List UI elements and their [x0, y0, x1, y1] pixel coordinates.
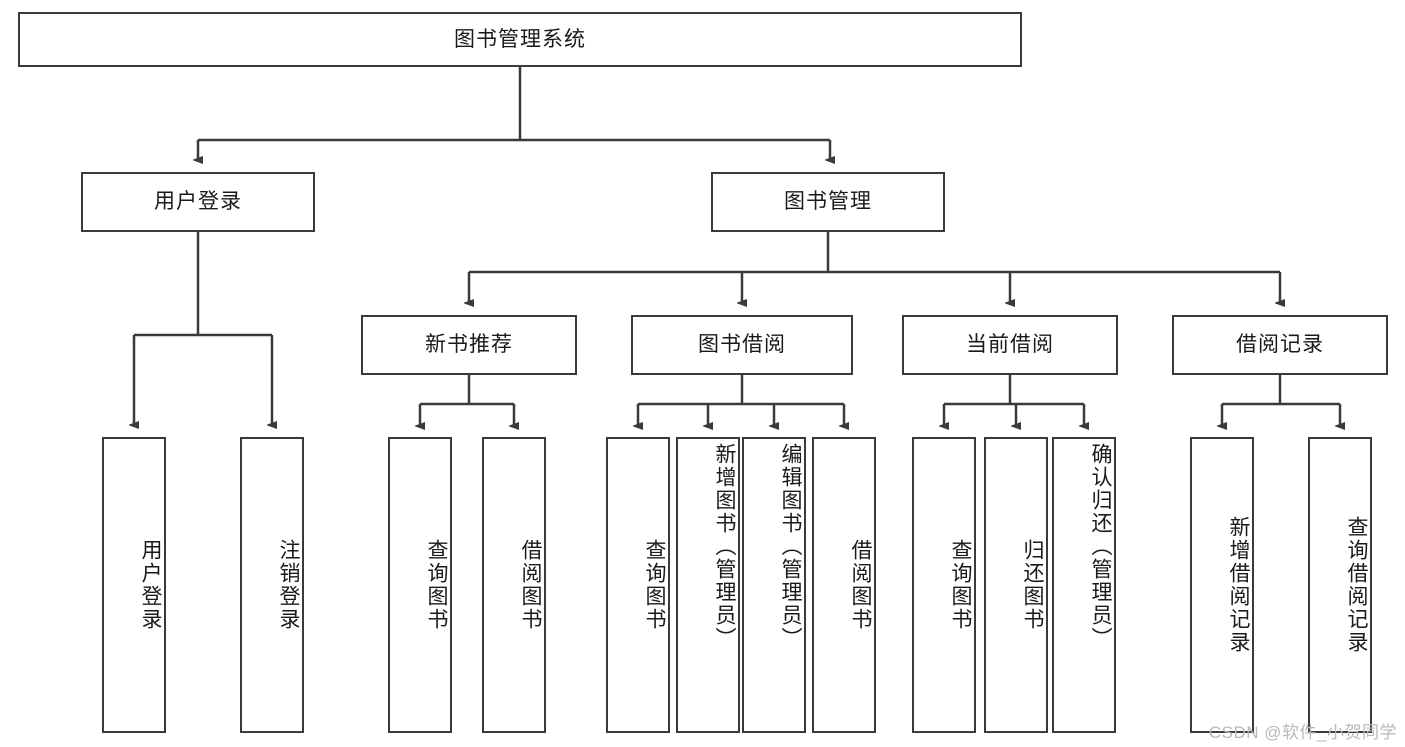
node-leaf-add-record-label: 新增借阅记录: [1227, 516, 1250, 654]
node-borrow-record-label: 借阅记录: [1236, 333, 1324, 357]
node-leaf-confirm-return[interactable]: 确认归还（管理员）: [1052, 437, 1116, 733]
node-leaf-query-book-rec-label: 查询图书: [425, 539, 448, 631]
node-leaf-user-login-label: 用户登录: [139, 539, 162, 631]
node-leaf-add-book-label: 新增图书（管理员）: [713, 443, 736, 650]
node-user-login[interactable]: 用户登录: [81, 172, 315, 232]
node-leaf-query-book-current[interactable]: 查询图书: [912, 437, 976, 733]
node-book-manage[interactable]: 图书管理: [711, 172, 945, 232]
node-current-borrow[interactable]: 当前借阅: [902, 315, 1118, 375]
node-leaf-borrow-book-rec-label: 借阅图书: [519, 539, 542, 631]
node-leaf-logout[interactable]: 注销登录: [240, 437, 304, 733]
watermark-text: CSDN @软件_小贺同学: [1208, 723, 1397, 742]
node-borrow-record[interactable]: 借阅记录: [1172, 315, 1388, 375]
node-leaf-query-book-borrow-label: 查询图书: [643, 539, 666, 631]
node-leaf-query-record-label: 查询借阅记录: [1345, 516, 1368, 654]
node-user-login-label: 用户登录: [154, 190, 242, 214]
node-leaf-user-login[interactable]: 用户登录: [102, 437, 166, 733]
node-leaf-edit-book-label: 编辑图书（管理员）: [779, 443, 802, 650]
node-leaf-add-book[interactable]: 新增图书（管理员）: [676, 437, 740, 733]
node-leaf-query-book-borrow[interactable]: 查询图书: [606, 437, 670, 733]
node-current-borrow-label: 当前借阅: [966, 333, 1054, 357]
node-leaf-query-record[interactable]: 查询借阅记录: [1308, 437, 1372, 733]
node-root[interactable]: 图书管理系统: [18, 12, 1022, 67]
node-book-borrow-label: 图书借阅: [698, 333, 786, 357]
node-leaf-borrow-book[interactable]: 借阅图书: [812, 437, 876, 733]
node-leaf-edit-book[interactable]: 编辑图书（管理员）: [742, 437, 806, 733]
node-new-book-rec-label: 新书推荐: [425, 333, 513, 357]
node-leaf-return-book-label: 归还图书: [1021, 539, 1044, 631]
node-book-manage-label: 图书管理: [784, 190, 872, 214]
node-root-label: 图书管理系统: [454, 27, 586, 51]
node-leaf-logout-label: 注销登录: [277, 539, 300, 631]
node-leaf-borrow-book-label: 借阅图书: [849, 539, 872, 631]
node-leaf-return-book[interactable]: 归还图书: [984, 437, 1048, 733]
node-leaf-query-book-rec[interactable]: 查询图书: [388, 437, 452, 733]
node-leaf-query-book-current-label: 查询图书: [949, 539, 972, 631]
node-leaf-add-record[interactable]: 新增借阅记录: [1190, 437, 1254, 733]
node-book-borrow[interactable]: 图书借阅: [631, 315, 853, 375]
node-leaf-borrow-book-rec[interactable]: 借阅图书: [482, 437, 546, 733]
node-leaf-confirm-return-label: 确认归还（管理员）: [1089, 443, 1112, 650]
node-new-book-rec[interactable]: 新书推荐: [361, 315, 577, 375]
